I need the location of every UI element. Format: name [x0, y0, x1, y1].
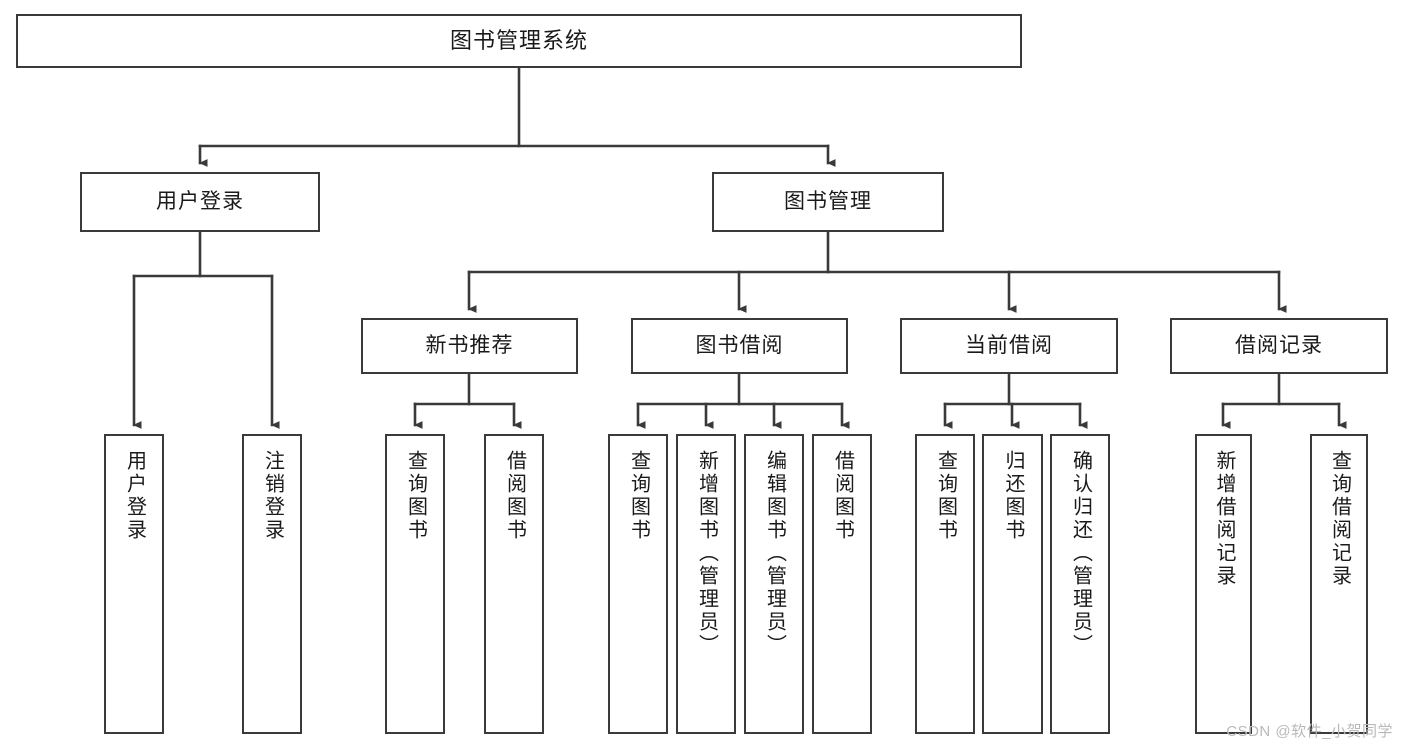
node-root[interactable]: 图书管理系统 — [16, 14, 1022, 68]
watermark-text: CSDN @软件_小贺同学 — [1226, 723, 1393, 740]
node-book-borrow-label: 图书借阅 — [695, 334, 784, 358]
connector-group-book-borrow — [636, 372, 850, 429]
connector-group-book-manage — [467, 230, 1287, 313]
node-leaf-borrow-book-2-label: 借阅图书 — [831, 450, 854, 542]
node-new-book-recommend[interactable]: 新书推荐 — [361, 318, 578, 374]
node-leaf-add-borrow-record-label: 新增借阅记录 — [1213, 450, 1235, 588]
node-leaf-borrow-book-2[interactable]: 借阅图书 — [812, 434, 872, 734]
node-leaf-user-login[interactable]: 用户登录 — [104, 434, 164, 734]
node-borrow-record-label: 借阅记录 — [1235, 334, 1323, 358]
node-leaf-query-book-2-label: 查询图书 — [627, 450, 650, 542]
node-book-borrow[interactable]: 图书借阅 — [631, 318, 848, 374]
node-user-login-label: 用户登录 — [156, 190, 244, 214]
node-current-borrow[interactable]: 当前借阅 — [900, 318, 1118, 374]
node-leaf-add-book-admin-label: 新增图书（管理员） — [695, 450, 718, 657]
node-leaf-add-borrow-record[interactable]: 新增借阅记录 — [1195, 434, 1252, 734]
node-leaf-user-login-label: 用户登录 — [123, 450, 146, 542]
node-leaf-confirm-return-admin[interactable]: 确认归还（管理员） — [1050, 434, 1110, 734]
node-leaf-borrow-book-1[interactable]: 借阅图书 — [484, 434, 544, 734]
node-current-borrow-label: 当前借阅 — [965, 334, 1053, 358]
node-leaf-borrow-book-1-label: 借阅图书 — [503, 450, 526, 542]
node-leaf-query-book-3[interactable]: 查询图书 — [915, 434, 975, 734]
node-leaf-query-book-1-label: 查询图书 — [404, 450, 427, 542]
node-leaf-return-book[interactable]: 归还图书 — [982, 434, 1043, 734]
connector-group-current-borrow — [943, 372, 1088, 429]
node-leaf-return-book-label: 归还图书 — [1002, 450, 1024, 542]
node-book-manage[interactable]: 图书管理 — [712, 172, 944, 232]
node-root-label: 图书管理系统 — [449, 27, 588, 53]
node-leaf-query-book-3-label: 查询图书 — [934, 450, 957, 542]
node-leaf-confirm-return-admin-label: 确认归还（管理员） — [1069, 450, 1092, 657]
connector-group-new-book-recommend — [413, 372, 522, 429]
node-leaf-query-book-2[interactable]: 查询图书 — [608, 434, 668, 734]
node-leaf-query-borrow-record-label: 查询借阅记录 — [1328, 450, 1351, 588]
node-leaf-user-logout[interactable]: 注销登录 — [242, 434, 302, 734]
node-leaf-edit-book-admin[interactable]: 编辑图书（管理员） — [744, 434, 804, 734]
node-borrow-record[interactable]: 借阅记录 — [1170, 318, 1388, 374]
node-leaf-query-borrow-record[interactable]: 查询借阅记录 — [1310, 434, 1368, 734]
connector-group-borrow-record — [1221, 372, 1347, 429]
node-leaf-add-book-admin[interactable]: 新增图书（管理员） — [676, 434, 736, 734]
connector-group-root — [198, 66, 836, 167]
node-leaf-user-logout-label: 注销登录 — [261, 450, 284, 542]
node-book-manage-label: 图书管理 — [784, 190, 872, 214]
node-leaf-edit-book-admin-label: 编辑图书（管理员） — [763, 450, 786, 657]
node-user-login[interactable]: 用户登录 — [80, 172, 320, 232]
connector-group-user-login — [132, 230, 280, 429]
node-leaf-query-book-1[interactable]: 查询图书 — [385, 434, 445, 734]
node-new-book-recommend-label: 新书推荐 — [425, 334, 514, 358]
